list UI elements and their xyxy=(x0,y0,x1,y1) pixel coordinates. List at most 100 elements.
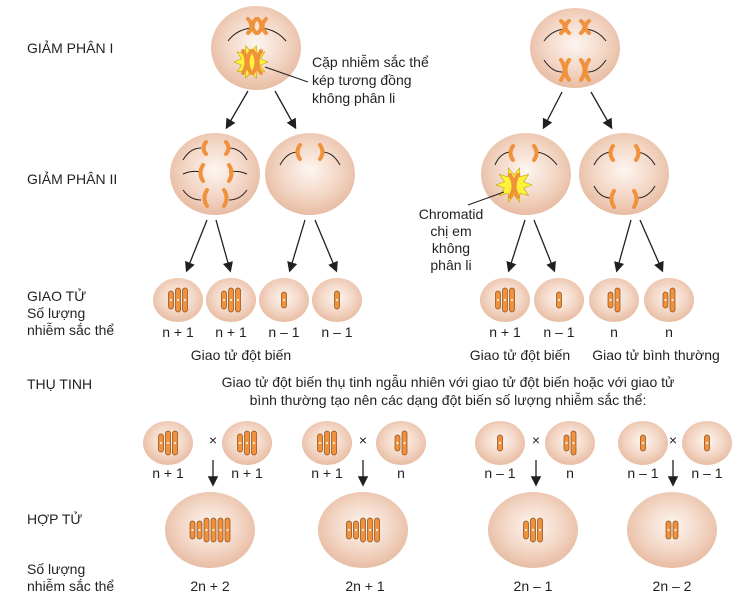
chromatid xyxy=(245,49,253,75)
gamete-n-plus-1 xyxy=(206,278,256,322)
chromosome xyxy=(672,520,679,540)
cross-left-label: n + 1 xyxy=(311,465,343,481)
arrow-icon xyxy=(542,91,563,130)
cell-body xyxy=(627,492,717,568)
zygote-2n-minus-1 xyxy=(488,492,578,568)
arrow-icon xyxy=(274,90,297,130)
gamete-n xyxy=(644,278,694,322)
chromatid xyxy=(608,144,615,162)
arrow-icon xyxy=(185,219,208,273)
cell-body xyxy=(589,278,639,322)
centromere xyxy=(375,528,379,532)
centromere xyxy=(531,528,535,532)
cross-symbol: × xyxy=(531,432,541,448)
centromere xyxy=(252,441,256,445)
cross-symbol: × xyxy=(358,432,368,448)
chromosome xyxy=(367,517,373,543)
arrow-icon xyxy=(314,219,338,273)
cross-gamete xyxy=(545,421,595,465)
centromere xyxy=(498,441,502,445)
chromosome xyxy=(210,517,217,543)
chromosome xyxy=(497,434,503,452)
zygote-label: 2n – 1 xyxy=(513,578,553,594)
annotation-m2-line-1: Chromatid xyxy=(418,206,484,222)
gamete-label: n – 1 xyxy=(321,324,353,340)
arrow-icon xyxy=(614,219,632,273)
gamete-n-plus-1 xyxy=(153,278,203,322)
chromosome xyxy=(237,433,243,453)
centromere xyxy=(229,298,233,302)
zygote-label: 2n – 2 xyxy=(652,578,692,594)
centromere xyxy=(538,528,542,532)
spindle-fiber xyxy=(182,147,202,161)
meiosis2-cell-2 xyxy=(265,133,355,215)
chromosome xyxy=(530,517,536,543)
gametes-right-normal-label: Giao tử bình thường xyxy=(592,347,720,363)
centromere xyxy=(325,441,329,445)
cross-left-label: n – 1 xyxy=(627,465,659,481)
cross-gamete xyxy=(376,421,426,465)
chromatid xyxy=(250,17,258,35)
chromatid xyxy=(532,144,539,162)
chromatid xyxy=(198,163,205,183)
centromere xyxy=(173,441,177,445)
centromere xyxy=(503,298,507,302)
centromere xyxy=(212,528,215,532)
chromatid xyxy=(318,143,325,161)
gametes-count-label-2: nhiễm sắc thể xyxy=(27,322,115,338)
spindle-fiber xyxy=(593,185,612,199)
cell-body xyxy=(644,278,694,322)
chromosome xyxy=(196,520,203,540)
zygote-2n-plus-2 xyxy=(165,492,255,568)
cell-body xyxy=(265,133,355,215)
fertilization-text-line-1: Giao tử đột biến thụ tinh ngẫu nhiên với… xyxy=(221,374,675,390)
cross-gamete xyxy=(143,421,193,465)
chromatid xyxy=(632,189,639,209)
chromatid xyxy=(260,17,268,35)
zygote-label: 2n + 1 xyxy=(345,578,385,594)
centromere xyxy=(205,528,208,532)
spindle-fiber xyxy=(587,59,607,73)
chromosome xyxy=(158,433,164,453)
chromosome xyxy=(401,430,408,456)
annotation-m1-line-2: kép tương đồng xyxy=(312,72,412,88)
centromere xyxy=(368,528,372,532)
chromatid xyxy=(609,189,616,209)
meiosis1-right-cell xyxy=(530,8,620,88)
spindle-fiber xyxy=(494,151,511,166)
centromere xyxy=(282,298,286,302)
cross-symbol: × xyxy=(208,432,218,448)
centromere xyxy=(524,528,528,532)
centromere xyxy=(641,441,645,445)
stage-label-zygote: HỢP TỬ xyxy=(27,511,83,527)
chromatid xyxy=(295,143,302,161)
centromere xyxy=(347,528,351,532)
stage-label-meiosis-2: GIẢM PHÂN II xyxy=(27,171,118,187)
centromere xyxy=(176,298,180,302)
chromosome xyxy=(235,287,241,313)
chromosome xyxy=(331,430,337,456)
centromere xyxy=(664,298,667,302)
cell-body xyxy=(545,421,595,465)
centromere xyxy=(354,528,358,532)
gamete-label: n + 1 xyxy=(162,324,194,340)
chromatid xyxy=(634,144,641,162)
annotation-m2-line-3: không xyxy=(431,240,471,256)
gametes-right-mutant-label: Giao tử đột biến xyxy=(469,347,571,363)
spindle-fiber xyxy=(636,185,656,199)
spindle-fiber xyxy=(228,147,248,161)
chromosome xyxy=(224,517,231,543)
centromere xyxy=(222,298,226,302)
gamete-n-minus-1 xyxy=(534,278,584,322)
arrow-icon xyxy=(287,219,306,273)
chromosome xyxy=(168,290,174,310)
meiosis2-cell-4 xyxy=(579,133,669,215)
meiosis2-cell-1 xyxy=(170,133,260,215)
centromere xyxy=(183,298,187,302)
chromosome xyxy=(244,430,250,456)
cell-body xyxy=(530,8,620,88)
centromere xyxy=(671,298,674,302)
annotation-m2-leader-line xyxy=(467,191,505,206)
cross-left-label: n + 1 xyxy=(152,465,184,481)
gamete-label: n – 1 xyxy=(268,324,300,340)
